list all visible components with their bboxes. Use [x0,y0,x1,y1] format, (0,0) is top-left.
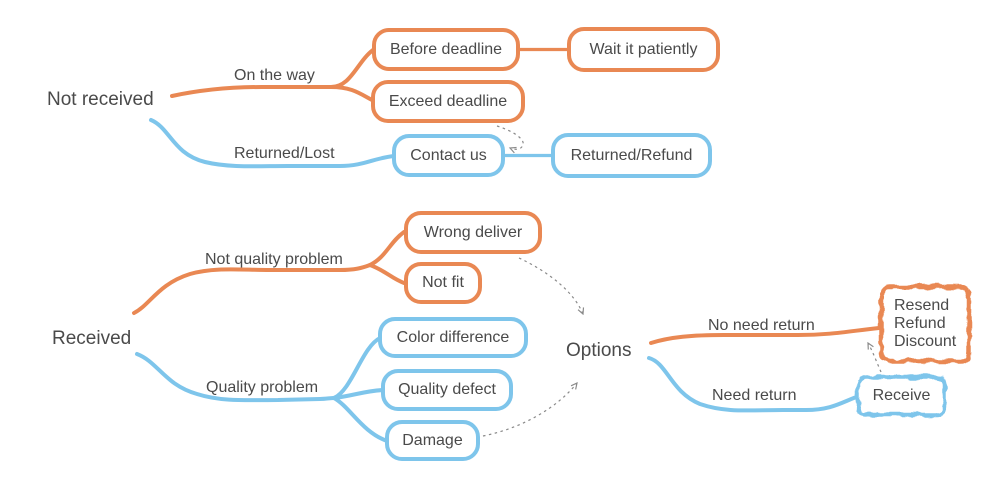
node-color-difference: Color difference [378,317,528,358]
refund-line: Refund [894,315,946,332]
root-not-received: Not received [47,89,154,110]
dashed-arrow-wrong-deliver-to-options [518,257,583,314]
edge-to-wrong-deliver [368,230,406,267]
root-received: Received [52,328,132,349]
node-quality-defect: Quality defect [381,369,513,411]
edge-returned-lost [149,118,396,169]
node-contact-us: Contact us [392,134,505,177]
edge-not-quality-problem [132,263,372,315]
branch-label-need-return: Need return [712,387,797,404]
edge-to-damage [332,396,389,443]
edge-on-the-way [170,85,333,98]
node-receive: Receive [858,377,945,415]
edge-to-color-difference [332,336,382,400]
root-options: Options [566,340,632,361]
branch-label-not-quality-problem: Not quality problem [205,251,343,268]
node-returned-refund: Returned/Refund [551,133,712,178]
receive-box [855,374,948,418]
resend-refund-discount-box [878,284,972,364]
node-wrong-deliver: Wrong deliver [404,211,542,254]
discount-line: Discount [894,333,957,350]
branch-label-returned-lost: Returned/Lost [234,145,335,162]
receive-line: Receive [872,387,931,404]
edge-to-exceed-deadline [329,85,374,102]
edge-to-quality-defect [332,388,385,400]
branch-label-no-need-return: No need return [708,317,815,334]
node-wait-it-patiently: Wait it patiently [567,27,720,72]
edge-no-need-return [649,326,881,345]
node-resend-refund-discount: Resend Refund Discount [881,287,969,361]
edge-to-not-fit [368,263,406,285]
edge-need-return [647,356,861,413]
node-before-deadline: Before deadline [372,28,520,71]
resend-line: Resend [894,297,950,314]
edge-quality-problem [135,352,336,403]
dashed-arrow-exceed-to-contact [496,125,524,149]
edge-to-before-deadline [329,48,375,89]
branch-label-on-the-way: On the way [234,67,315,84]
node-not-fit: Not fit [404,262,482,304]
node-exceed-deadline: Exceed deadline [371,80,525,123]
node-damage: Damage [385,420,480,461]
dashed-arrow-damage-to-options [482,383,577,437]
branch-label-quality-problem: Quality problem [206,379,319,396]
